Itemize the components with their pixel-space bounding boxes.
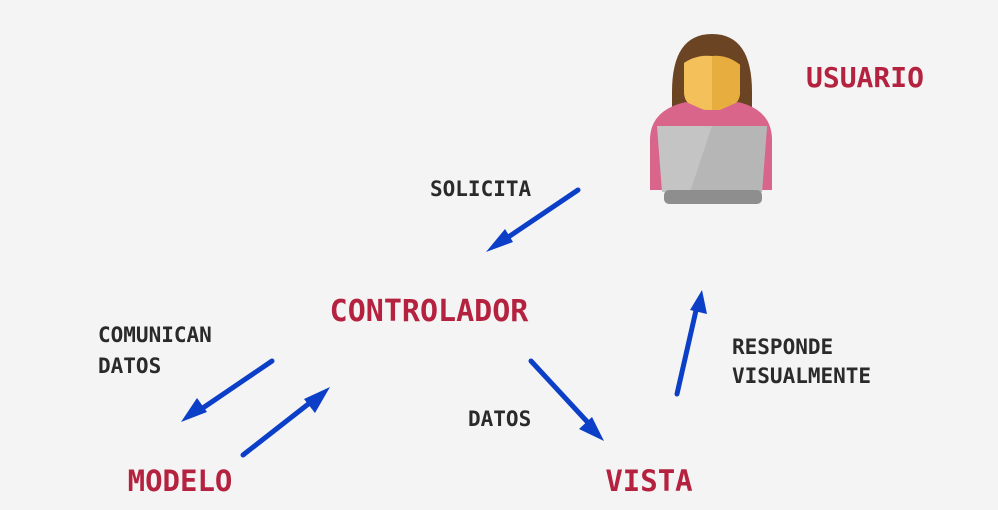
arrowhead-vista-to-usuario: [690, 290, 707, 314]
arrowhead-controlador-to-modelo: [181, 398, 207, 422]
edge-label-comunican-line2: DATOS: [98, 354, 161, 378]
arrowhead-modelo-to-controlador: [304, 387, 330, 413]
edge-label-responde-line1: RESPONDE: [732, 335, 833, 359]
user-with-laptop-icon: [650, 34, 772, 204]
node-usuario: USUARIO: [806, 61, 924, 94]
edge-label-responde-line2: VISUALMENTE: [732, 364, 871, 388]
arrow-controlador-to-modelo: [191, 358, 275, 417]
edge-label-solicita: SOLICITA: [430, 177, 532, 201]
arrow-vista-to-usuario: [674, 303, 700, 397]
node-modelo: MODELO: [128, 464, 233, 498]
arrowhead-usuario-to-controlador: [486, 229, 513, 252]
edge-label-datos: DATOS: [468, 407, 531, 431]
arrowhead-controlador-to-vista: [579, 417, 604, 441]
node-controlador: CONTROLADOR: [330, 294, 530, 329]
arrow-modelo-to-controlador: [240, 395, 319, 458]
arrow-usuario-to-controlador: [495, 187, 581, 247]
node-vista: VISTA: [605, 464, 692, 498]
edge-label-comunican-line1: COMUNICAN: [98, 323, 212, 347]
arrow-controlador-to-vista: [528, 358, 596, 431]
